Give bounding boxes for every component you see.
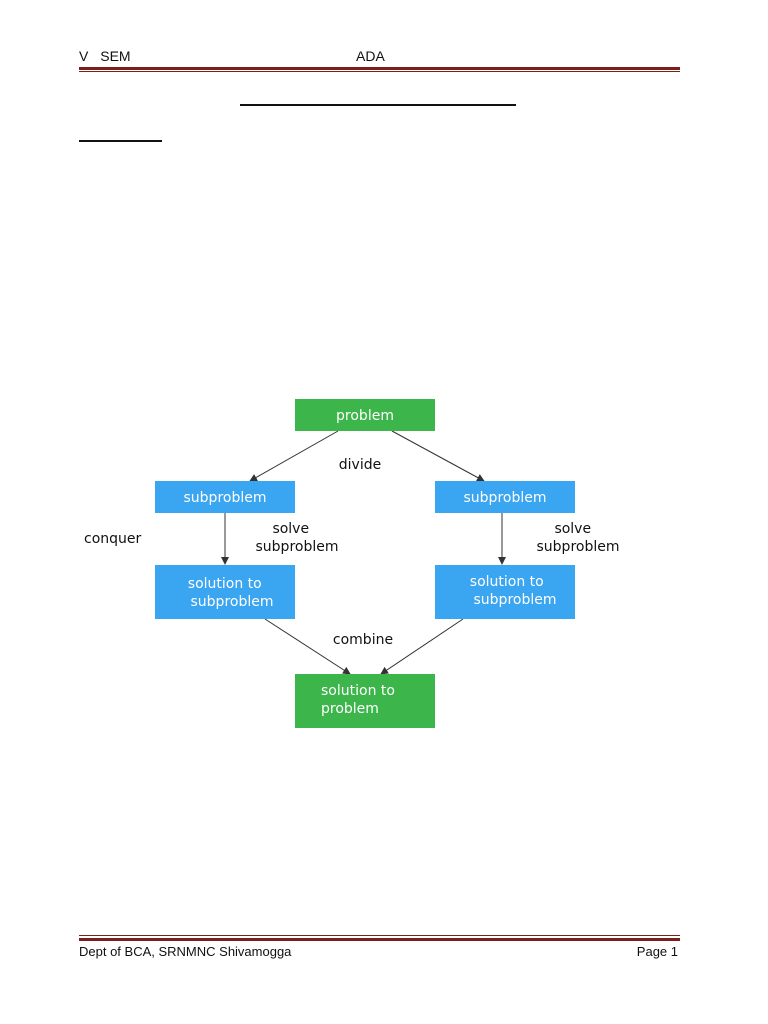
header-rule-thick [79, 67, 680, 70]
divide-arrow-left [249, 430, 339, 482]
subproblem-box-right [435, 481, 575, 513]
footer-rule-thick [79, 938, 680, 941]
subproblem-box-left [155, 481, 295, 513]
problem-box-label: problem [336, 408, 394, 424]
subproblem-left-label: subproblem [184, 490, 267, 506]
combine-arrow-left [264, 618, 351, 675]
footer-department: Dept of BCA, SRNMNC Shivamogga [79, 944, 292, 959]
conquer-label: conquer [84, 531, 142, 547]
solve-subproblem-label-left: solve subproblem [256, 521, 339, 555]
solve-subproblem-label-right: solve subproblem [537, 521, 620, 555]
solution-to-subproblem-box-left [155, 565, 295, 619]
problem-box [295, 399, 435, 431]
header-subject: ADA [356, 48, 385, 64]
section-heading-underline [79, 140, 162, 142]
combine-arrow-right [380, 618, 464, 675]
solution-to-subproblem-box-right [435, 565, 575, 619]
final-solution-label: solution to problem [321, 683, 399, 717]
divide-label: divide [339, 457, 381, 473]
title-underline [240, 104, 516, 106]
combine-label: combine [333, 632, 393, 648]
subproblem-right-label: subproblem [464, 490, 547, 506]
header-rule-thin [79, 71, 680, 72]
footer-rule-thin [79, 935, 680, 936]
divide-arrow-right [391, 430, 485, 482]
solution-to-problem-box [295, 674, 435, 728]
header-semester: V SEM [79, 48, 131, 64]
solution-right-label: solution to subproblem [470, 574, 557, 608]
solution-left-label: solution to subproblem [188, 576, 274, 610]
footer-page-number: Page 1 [636, 944, 678, 959]
